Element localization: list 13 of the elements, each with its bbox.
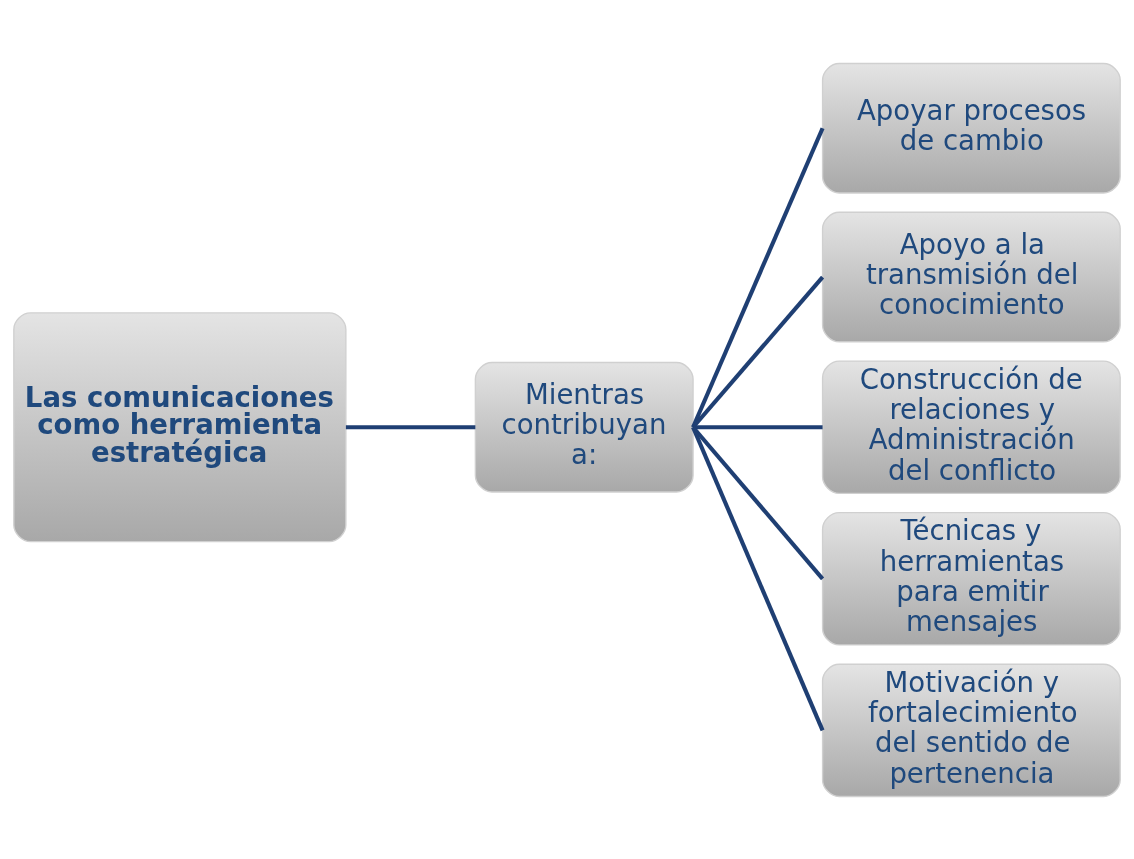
node-box: Apoyar procesos de cambio bbox=[821, 62, 1121, 194]
node-box: Mientras contribuyan a: bbox=[474, 361, 694, 493]
connector bbox=[691, 126, 825, 428]
connector bbox=[691, 425, 825, 731]
connector bbox=[345, 424, 476, 429]
node-box: Construcción de relaciones y Administración del conflicto bbox=[821, 359, 1121, 494]
connector bbox=[691, 425, 825, 580]
node-box: Apoyo a la transmisión del conocimiento bbox=[821, 211, 1121, 342]
node-box: Las comunicaciones como herramienta estratégica bbox=[13, 311, 347, 542]
connector bbox=[693, 424, 823, 429]
node-box: Motivación y fortalecimiento del sentido de pertenencia bbox=[821, 663, 1121, 797]
connector bbox=[691, 275, 825, 429]
node-box: Técnicas y herramientas para emitir mensajes bbox=[821, 511, 1121, 646]
